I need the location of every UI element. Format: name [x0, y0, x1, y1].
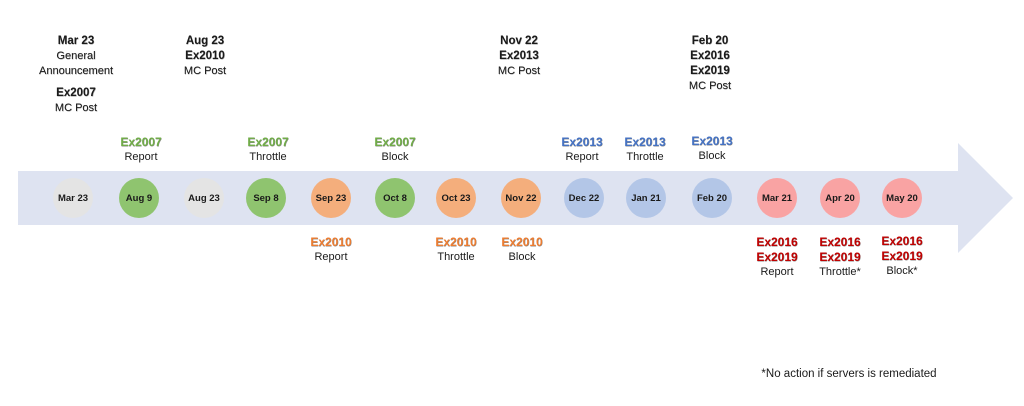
milestone-circle: Mar 21 [757, 178, 797, 218]
announcement-post: MC Post [183, 65, 227, 77]
announcement-nov22: Nov 22 Ex2013 MC Post [464, 34, 574, 79]
announcement-version: Ex2019 [690, 65, 730, 77]
milestone-circle: Oct 23 [436, 178, 476, 218]
milestone-circle: Mar 23 [53, 178, 93, 218]
version-label: Ex2016 [881, 234, 923, 248]
announcement-post: MC Post [497, 65, 541, 77]
label-mar21: Ex2016 Ex2019 Report [722, 235, 832, 280]
action-label: Report [760, 266, 794, 278]
label-aug9: Ex2007 Report [86, 135, 196, 165]
version-label: Ex2019 [881, 249, 923, 263]
announcement-date: Mar 23 [57, 35, 95, 47]
milestone-circle: Feb 20 [692, 178, 732, 218]
milestone-circle: Dec 22 [564, 178, 604, 218]
version-label: Ex2007 [374, 135, 416, 149]
label-feb20: Ex2013 Block [657, 134, 767, 164]
version-label: Ex2016 [756, 235, 798, 249]
version-label: Ex2013 [624, 135, 666, 149]
announcement-line: Announcement [39, 65, 113, 77]
label-sep23: Ex2010 Report [276, 235, 386, 265]
milestone-circle: Oct 8 [375, 178, 415, 218]
announcement-version: Ex2010 [185, 50, 225, 62]
action-label: Block [508, 251, 536, 263]
action-label: Throttle [437, 251, 475, 263]
version-label: Ex2019 [756, 250, 798, 264]
action-label: Throttle* [819, 266, 861, 278]
action-label: Report [124, 151, 158, 163]
announcement-post: MC Post [54, 102, 98, 114]
action-label: Report [565, 151, 599, 163]
announcement-date: Feb 20 [691, 35, 729, 47]
footnote: *No action if servers is remediated [761, 368, 937, 380]
action-label: Block [698, 150, 726, 162]
milestone-circle: May 20 [882, 178, 922, 218]
milestone-circle: Jan 21 [626, 178, 666, 218]
version-label: Ex2010 [310, 235, 352, 249]
version-label: Ex2007 [247, 135, 289, 149]
announcement-date: Aug 23 [185, 35, 225, 47]
milestone-circle: Apr 20 [820, 178, 860, 218]
version-label: Ex2016 [819, 235, 861, 249]
milestone-circle: Aug 23 [184, 178, 224, 218]
action-label: Throttle [626, 151, 664, 163]
milestone-circle: Aug 9 [119, 178, 159, 218]
action-label: Throttle [249, 151, 287, 163]
announcement-feb20: Feb 20 Ex2016 Ex2019 MC Post [655, 34, 765, 94]
announcement-date: Nov 22 [500, 35, 538, 47]
action-label: Report [314, 251, 348, 263]
version-label: Ex2013 [691, 134, 733, 148]
label-oct23: Ex2010 Throttle [401, 235, 511, 265]
label-nov22: Ex2010 Block [467, 235, 577, 265]
label-may20: Ex2016 Ex2019 Block* [847, 234, 957, 279]
version-label: Ex2013 [561, 135, 603, 149]
label-apr20: Ex2016 Ex2019 Throttle* [785, 235, 895, 280]
version-label: Ex2010 [501, 235, 543, 249]
announcement-mar23: Mar 23 General Announcement Ex2007 MC Po… [21, 34, 131, 116]
label-dec22: Ex2013 Report [527, 135, 637, 165]
action-label: Block [381, 151, 409, 163]
milestone-circle: Sep 23 [311, 178, 351, 218]
label-jan21: Ex2013 Throttle [590, 135, 700, 165]
version-label: Ex2010 [435, 235, 477, 249]
action-label: Block* [886, 265, 918, 277]
milestone-circle: Nov 22 [501, 178, 541, 218]
label-oct8: Ex2007 Block [340, 135, 450, 165]
milestone-circle: Sep 8 [246, 178, 286, 218]
announcement-post: MC Post [688, 80, 732, 92]
announcement-version: Ex2007 [56, 87, 96, 99]
announcement-version: Ex2013 [499, 50, 539, 62]
version-label: Ex2019 [819, 250, 861, 264]
announcement-line: General [56, 50, 96, 62]
version-label: Ex2007 [120, 135, 162, 149]
announcement-version: Ex2016 [690, 50, 730, 62]
label-sep8: Ex2007 Throttle [213, 135, 323, 165]
announcement-aug23: Aug 23 Ex2010 MC Post [150, 34, 260, 79]
